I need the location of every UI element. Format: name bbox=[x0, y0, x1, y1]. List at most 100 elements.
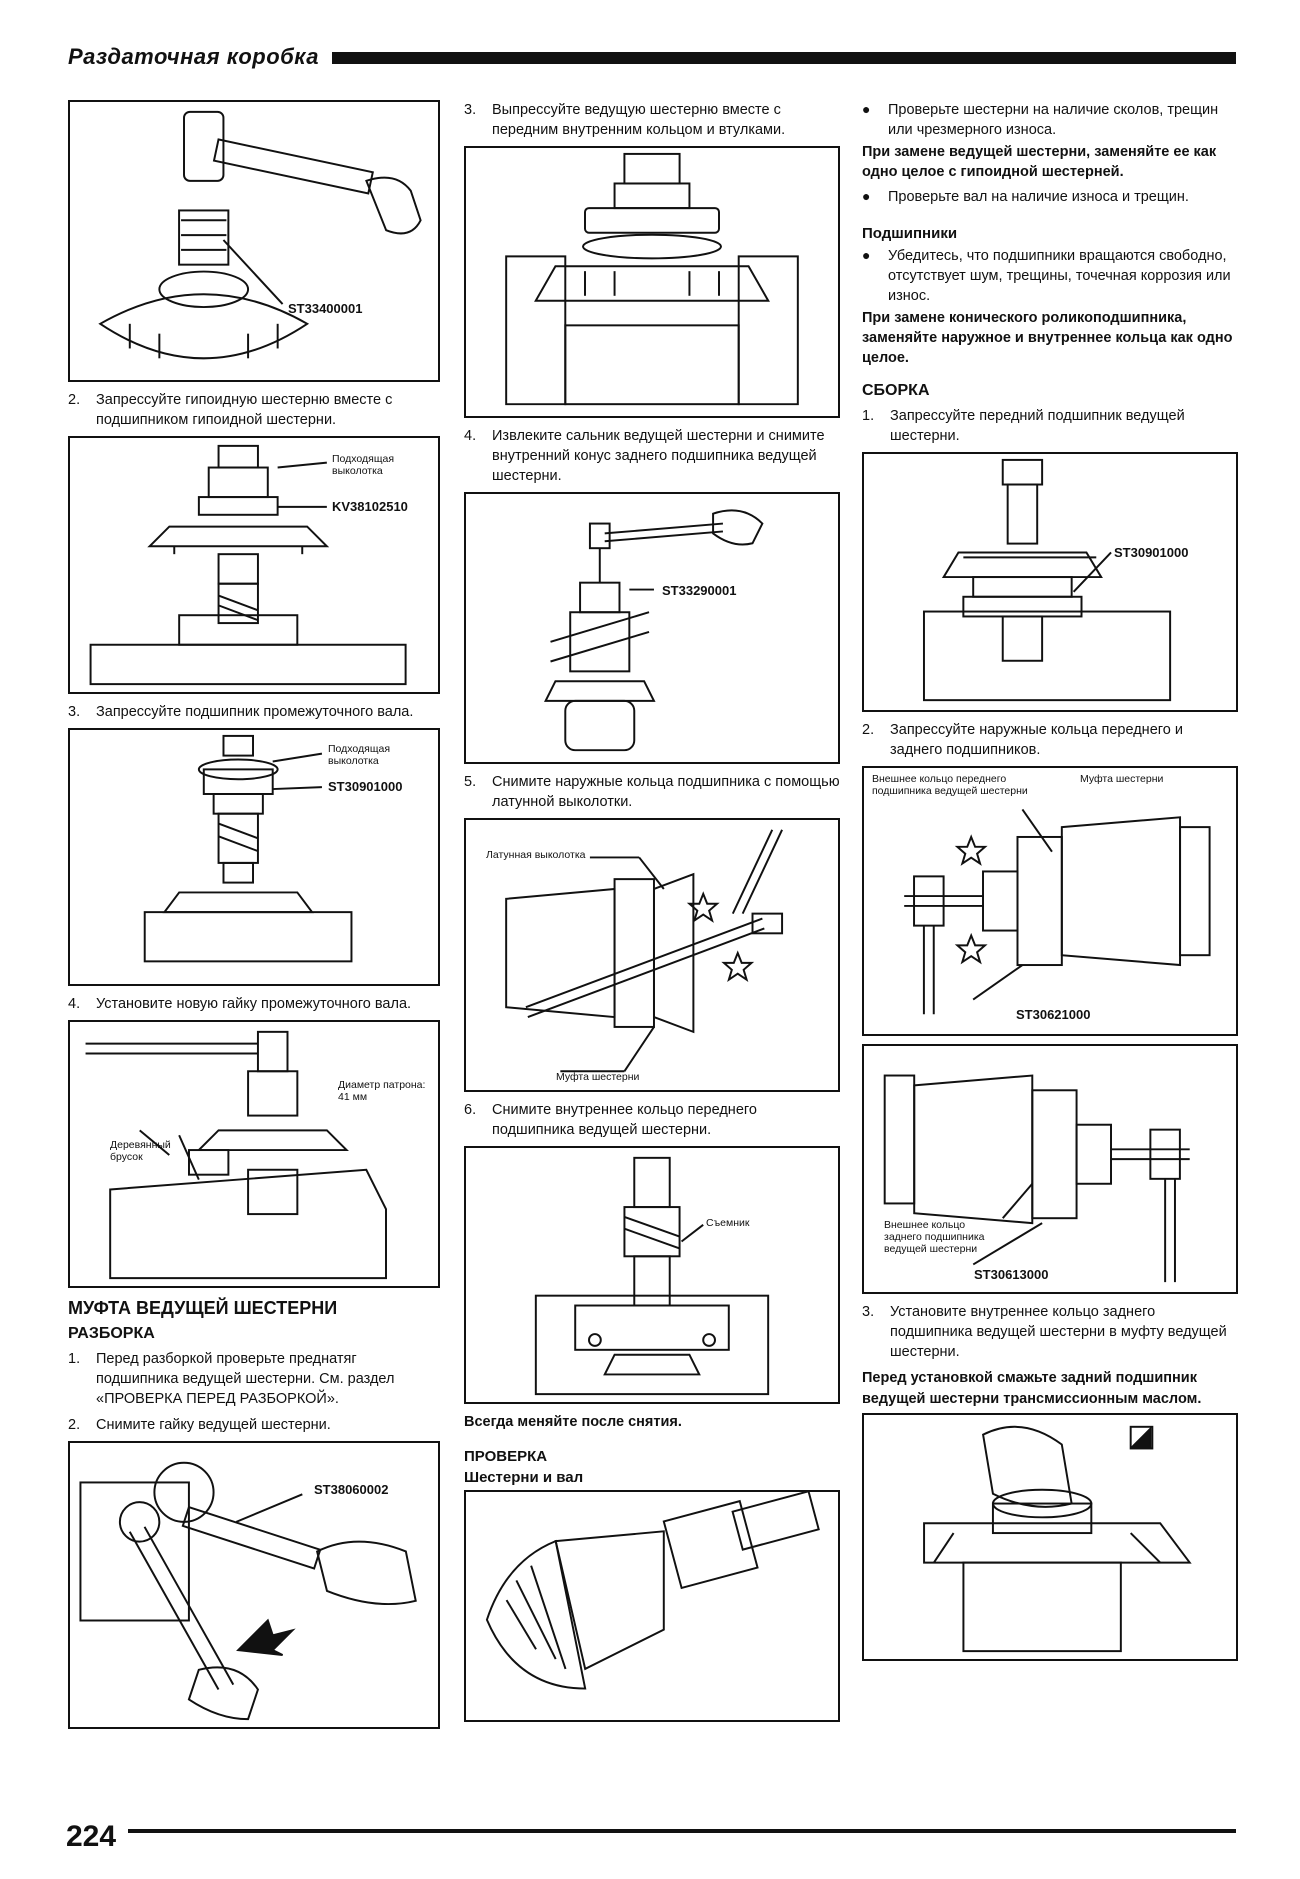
section-heading: МУФТА ВЕДУЩЕЙ ШЕСТЕРНИ bbox=[68, 1298, 338, 1318]
bullet-text: Убедитесь, что подшипники вращаются своб… bbox=[888, 247, 1231, 304]
column-middle: 3. Выпрессуйте ведущую шестерню вместе с… bbox=[464, 100, 840, 1730]
figure-press-out-pinion bbox=[464, 146, 840, 418]
figure-label: Диаметр патрона: 41 мм bbox=[338, 1079, 426, 1103]
figure-brass-drift: Латунная выколотка Муфта шестерни bbox=[464, 818, 840, 1092]
figure-press-outer-races-rear: Внешнее кольцо заднего подшипника ведуще… bbox=[862, 1044, 1238, 1295]
figure-label: ST33400001 bbox=[288, 301, 363, 316]
instruction-step: 5. Снимите наружные кольца подшипника с … bbox=[464, 772, 840, 812]
bullet-item: ● Проверьте вал на наличие износа и трещ… bbox=[862, 187, 1238, 207]
instruction-step: 4. Установите новую гайку промежуточного… bbox=[68, 994, 440, 1014]
figure-label: ST30621000 bbox=[1016, 1007, 1091, 1023]
step-number: 2. bbox=[68, 1417, 81, 1433]
step-text: Снимите внутреннее кольцо переднего подш… bbox=[492, 1102, 757, 1138]
bold-note: При замене конического роликоподшипника,… bbox=[862, 309, 1233, 367]
subsection-heading: Шестерни и вал bbox=[464, 1469, 584, 1487]
puller-illustration bbox=[543, 509, 764, 752]
step-number: 4. bbox=[464, 428, 477, 444]
instruction-step: 6. Снимите внутреннее кольцо переднего п… bbox=[464, 1100, 840, 1140]
figure-remove-seal: ST33290001 bbox=[464, 492, 840, 764]
column-left: ST33400001 2. Запрессуйте гипоидную шест… bbox=[68, 100, 440, 1737]
figure-label: Подходящая выколотка bbox=[332, 453, 395, 477]
step-number: 2. bbox=[862, 722, 875, 739]
bold-note: Перед установкой смажьте задний подшипни… bbox=[862, 1370, 1202, 1407]
figure-countershaft-nut: Диаметр патрона: 41 мм Деревянный брусок bbox=[68, 1020, 440, 1288]
column-right: ● Проверьте шестерни на наличие сколов, … bbox=[862, 100, 1238, 1669]
step-text: Снимите наружные кольца подшипника с пом… bbox=[492, 774, 840, 810]
figure-press-front-bearing: ST30901000 bbox=[862, 452, 1238, 713]
instruction-step: 3. Запрессуйте подшипник промежуточного … bbox=[68, 702, 440, 722]
figure-press-hypoid-gear: Подходящая выколотка KV38102510 bbox=[68, 436, 440, 694]
header-title: Раздаточная коробка bbox=[68, 44, 319, 69]
figure-label: ST38060002 bbox=[314, 1482, 389, 1497]
note-text: Всегда меняйте после снятия. bbox=[464, 1414, 682, 1430]
subsection-heading: РАЗБОРКА bbox=[68, 1325, 155, 1342]
step-text: Запрессуйте передний подшипник ведущей ш… bbox=[890, 408, 1185, 445]
brass-drift-illustration bbox=[505, 829, 784, 1073]
figure-label: Деревянный брусок bbox=[110, 1139, 171, 1163]
step-number: 4. bbox=[68, 996, 81, 1012]
figure-label: ST30613000 bbox=[974, 1267, 1049, 1283]
vise-wrench-illustration bbox=[79, 1461, 417, 1721]
step-number: 3. bbox=[862, 1304, 875, 1321]
countershaft-illustration bbox=[143, 734, 353, 963]
front-bearing-illustration bbox=[922, 459, 1172, 702]
bold-note: При замене ведущей шестерни, заменяйте е… bbox=[862, 144, 1217, 181]
step-text: Запрессуйте подшипник промежуточного вал… bbox=[96, 704, 414, 720]
subsection-heading: Подшипники bbox=[862, 224, 958, 242]
figure-label: KV38102510 bbox=[332, 499, 408, 514]
figure-press-outer-races-front: Внешнее кольцо переднего подшипника веду… bbox=[862, 766, 1238, 1037]
bullet-icon: ● bbox=[862, 101, 871, 117]
figure-remove-pinion-nut: ST38060002 bbox=[68, 1441, 440, 1729]
page-number: 224 bbox=[66, 1820, 117, 1853]
outer-race-front-illustration bbox=[904, 809, 1211, 1015]
step-number: 3. bbox=[68, 704, 81, 720]
figure-bearing-puller: Съемник bbox=[464, 1146, 840, 1404]
bullet-text: Проверьте шестерни на наличие сколов, тр… bbox=[888, 102, 1219, 138]
step-text: Выпрессуйте ведущую шестерню вместе с пе… bbox=[492, 102, 786, 138]
instruction-step: 2. Запрессуйте гипоидную шестерню вместе… bbox=[68, 390, 440, 430]
instruction-step: 4. Извлеките сальник ведущей шестерни и … bbox=[464, 426, 840, 486]
step-number: 1. bbox=[862, 408, 875, 425]
step-text: Установите внутреннее кольцо заднего под… bbox=[890, 1304, 1227, 1361]
step-number: 6. bbox=[464, 1102, 477, 1118]
step-text: Снимите гайку ведущей шестерни. bbox=[96, 1417, 331, 1433]
header-rule bbox=[332, 52, 1236, 64]
press-gear-illustration bbox=[89, 444, 407, 686]
figure-label: ST30901000 bbox=[1114, 545, 1189, 561]
figure-label: Муфта шестерни bbox=[1080, 773, 1164, 786]
hammer-gear-illustration bbox=[98, 110, 422, 360]
bullet-icon: ● bbox=[862, 187, 871, 204]
bullet-text: Проверьте вал на наличие износа и трещин… bbox=[888, 188, 1189, 205]
press-out-illustration bbox=[505, 152, 799, 406]
instruction-step: 3. Выпрессуйте ведущую шестерню вместе с… bbox=[464, 100, 840, 140]
instruction-step: 2. Запрессуйте наружные кольца переднего… bbox=[862, 720, 1238, 760]
footer-rule bbox=[128, 1829, 1236, 1833]
step-text: Перед разборкой проверьте преднатяг подш… bbox=[96, 1351, 395, 1407]
figure-label: ST30901000 bbox=[328, 779, 403, 794]
instruction-step: 3. Установите внутреннее кольцо заднего … bbox=[862, 1302, 1238, 1362]
section-heading: ПРОВЕРКА bbox=[464, 1448, 548, 1466]
figure-label: Внешнее кольцо переднего подшипника веду… bbox=[872, 773, 1028, 798]
step-text: Извлеките сальник ведущей шестерни и сни… bbox=[492, 428, 825, 484]
step-text: Запрессуйте гипоидную шестерню вместе с … bbox=[96, 392, 393, 428]
figure-label: Подходящая выколотка bbox=[328, 743, 391, 767]
figure-label: Внешнее кольцо заднего подшипника ведуще… bbox=[884, 1219, 985, 1255]
step-number: 2. bbox=[68, 392, 81, 408]
bullet-icon: ● bbox=[862, 246, 871, 263]
outer-race-rear-illustration bbox=[883, 1074, 1190, 1283]
figure-label: Съемник bbox=[706, 1217, 750, 1229]
bearing-puller-illustration bbox=[534, 1156, 770, 1396]
bullet-item: ● Убедитесь, что подшипники вращаются св… bbox=[862, 246, 1238, 306]
figure-label: ST33290001 bbox=[662, 583, 737, 598]
instruction-step: 1. Запрессуйте передний подшипник ведуще… bbox=[862, 406, 1238, 446]
instruction-step: 2. Снимите гайку ведущей шестерни. bbox=[68, 1415, 440, 1435]
instruction-step: 1. Перед разборкой проверьте преднатяг п… bbox=[68, 1349, 440, 1409]
figure-label: Латунная выколотка bbox=[486, 849, 586, 861]
figure-gear-shaft bbox=[464, 1490, 840, 1723]
figure-label: Муфта шестерни bbox=[556, 1071, 640, 1083]
countershaft-nut-illustration bbox=[85, 1030, 387, 1280]
step-number: 1. bbox=[68, 1351, 81, 1367]
step-number: 5. bbox=[464, 774, 477, 790]
figure-lubricate-bearing bbox=[862, 1413, 1238, 1662]
figure-press-countershaft-bearing: Подходящая выколотка ST30901000 bbox=[68, 728, 440, 986]
